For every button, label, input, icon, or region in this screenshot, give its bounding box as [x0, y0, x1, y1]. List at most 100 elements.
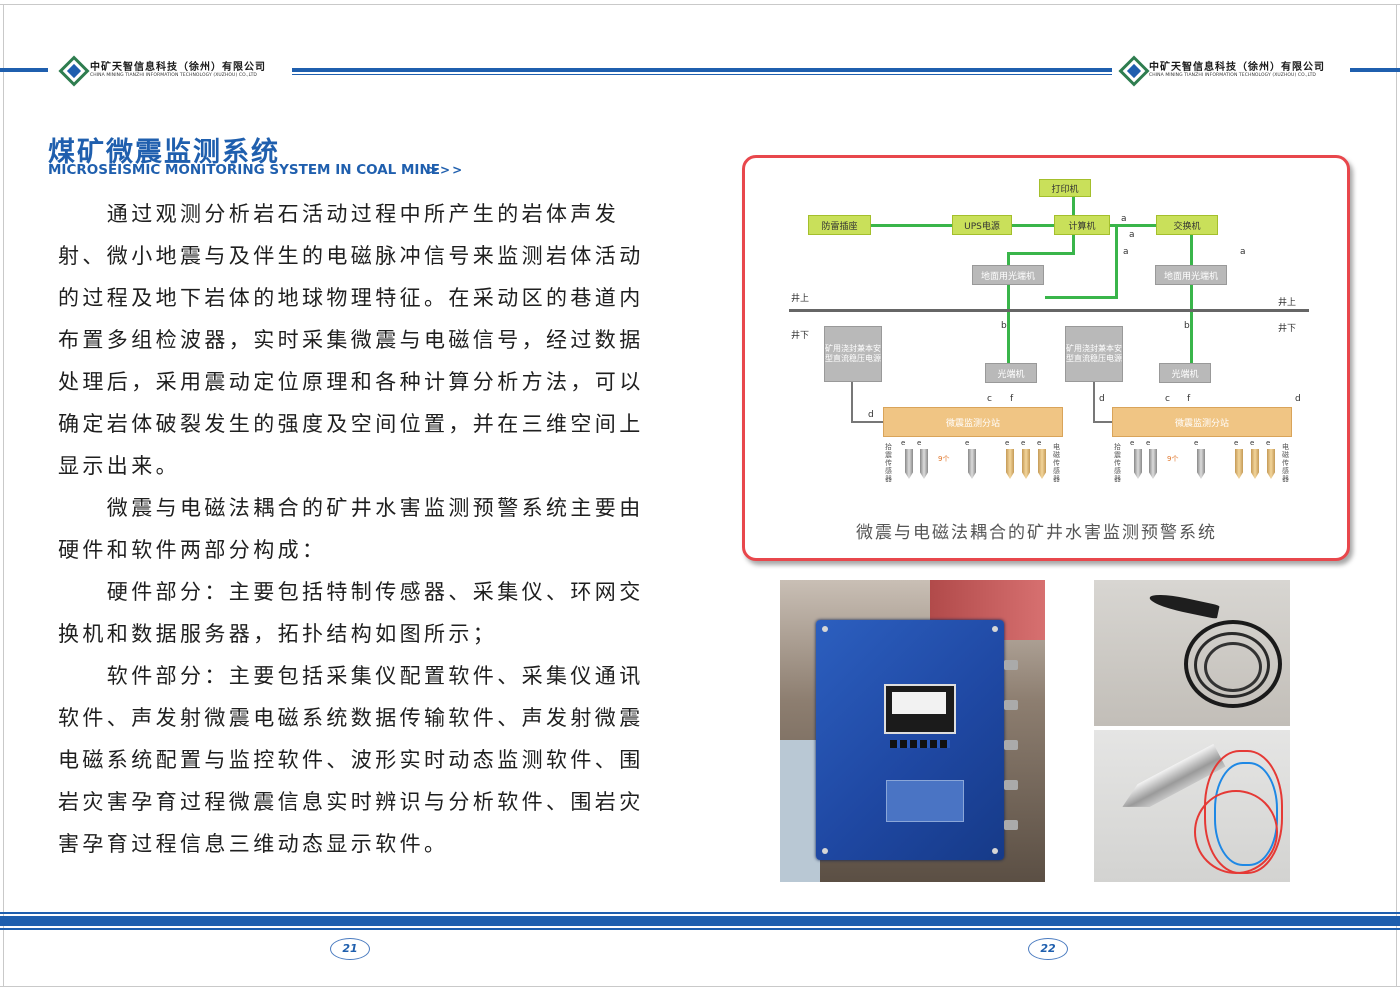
substation-box: 微震监测分站 — [1112, 407, 1292, 437]
power-supply-box: 矿用浇封兼本安型直流稳压电源 — [1065, 326, 1123, 382]
link-label: a — [1121, 214, 1127, 224]
text-line: 处理后，采用震动定位原理和各种计算分析方法，可以 — [58, 370, 644, 394]
link-label: c — [987, 394, 992, 404]
below-ground-label: 井下 — [1278, 324, 1297, 334]
printer-box: 打印机 — [1039, 179, 1091, 197]
text-line: 射、微小地震与及伴生的电磁脉冲信号来监测岩体活动 — [58, 244, 644, 268]
text-line: 确定岩体破裂发生的强度及空间位置，并在三维空间上 — [58, 412, 644, 436]
link-label: f — [1010, 394, 1014, 404]
optical-transceiver-box: 光端机 — [985, 363, 1037, 383]
company-name-cn-right: 中矿天智信息科技（徐州）有限公司 — [1149, 62, 1325, 73]
sensor-cable-photo — [1094, 580, 1290, 726]
text-line: 微震与电磁法耦合的矿井水害监测预警系统主要由 — [58, 496, 644, 520]
text-line: 害孕育过程信息三维动态显示软件。 — [58, 832, 449, 856]
screw-icon — [822, 626, 828, 632]
subtitle-arrows: >>> — [428, 163, 465, 177]
em-sensor-probe — [1022, 449, 1030, 479]
link-label: e — [1146, 439, 1151, 447]
em-sensor-probe — [1235, 449, 1243, 479]
display-screen — [884, 684, 956, 734]
metal-probe-photo — [1094, 730, 1290, 882]
page-number-right: 22 — [1040, 942, 1056, 955]
link-line — [1007, 252, 1075, 255]
page-number-left: 21 — [342, 942, 358, 955]
link-line — [1190, 234, 1193, 266]
link-label: e — [1266, 439, 1271, 447]
link-label: a — [1129, 230, 1135, 240]
control-buttons — [890, 740, 950, 748]
page-frame-bottom — [0, 986, 1400, 987]
sensor-probe-black — [1148, 590, 1220, 620]
computer-box: 计算机 — [1054, 215, 1110, 235]
page-subtitle: MICROSEISMIC MONITORING SYSTEM IN COAL M… — [48, 162, 440, 178]
power-line — [851, 382, 853, 422]
em-sensor-label: 电磁传感器 — [1053, 443, 1060, 483]
screw-icon — [992, 848, 998, 854]
pickup-sensor-probe — [1134, 449, 1142, 479]
company-logo-icon — [58, 55, 90, 87]
pickup-sensor-probe — [968, 449, 976, 479]
link-label: b — [1184, 321, 1190, 331]
power-line — [1093, 382, 1095, 422]
link-label: e — [901, 439, 906, 447]
cable-coil — [1194, 632, 1270, 698]
nameplate — [886, 780, 964, 822]
below-ground-label: 井下 — [791, 331, 810, 341]
text-line: 软件部分：主要包括采集仪配置软件、采集仪通讯 — [58, 664, 644, 688]
link-label: d — [1099, 394, 1105, 404]
blue-enclosure — [816, 620, 1004, 860]
sensor-count-label: 9个 — [1167, 455, 1179, 463]
connector-icon — [1004, 780, 1018, 790]
lightning-socket-box: 防雷插座 — [808, 215, 871, 235]
page-number-ornament — [330, 938, 370, 960]
link-label: a — [1123, 247, 1129, 257]
link-line — [1012, 224, 1054, 227]
text-line: 硬件和软件两部分构成： — [58, 538, 327, 562]
connector-icon — [1004, 700, 1018, 710]
link-label: e — [1194, 439, 1199, 447]
em-sensor-probe — [1038, 449, 1046, 479]
text-line: 岩灾害孕育过程微震信息实时辨识与分析软件、围岩灾 — [58, 790, 644, 814]
company-logo-right — [1118, 55, 1150, 87]
power-line — [851, 421, 883, 423]
company-name-en-left: CHINA MINING TIANZHI INFORMATION TECHNOL… — [90, 73, 257, 78]
pickup-sensor-probe — [905, 449, 913, 479]
page-number-ornament — [1028, 938, 1068, 960]
link-label: b — [1001, 321, 1007, 331]
body-text: 通过观测分析岩石活动过程中所产生的岩体声发 射、微小地震与及伴生的电磁脉冲信号来… — [58, 193, 644, 865]
company-name-cn-left: 中矿天智信息科技（徐州）有限公司 — [90, 62, 266, 73]
connector-icon — [1004, 820, 1018, 830]
link-label: e — [1250, 439, 1255, 447]
footer-rule-thin — [0, 928, 1400, 930]
header-rule — [1350, 68, 1400, 72]
connector-icon — [1004, 740, 1018, 750]
link-line — [1072, 233, 1075, 253]
switch-box: 交换机 — [1156, 215, 1218, 235]
link-line — [1190, 283, 1193, 363]
page-frame-right — [1396, 4, 1397, 986]
cable-coil — [1184, 620, 1282, 708]
company-name-en-right: CHINA MINING TIANZHI INFORMATION TECHNOL… — [1149, 73, 1316, 78]
system-diagram: 打印机 防雷插座 UPS电源 计算机 交换机 地面用光端机 地面用光端机 a a… — [742, 155, 1350, 561]
page-title: 煤矿微震监测系统 — [48, 137, 280, 168]
link-label: c — [1165, 394, 1170, 404]
page-frame-top — [0, 4, 1400, 5]
link-line — [1110, 224, 1156, 227]
header-rule-thin — [292, 74, 1112, 75]
above-ground-label: 井上 — [791, 294, 810, 304]
link-line — [1045, 296, 1118, 299]
link-label: e — [1037, 439, 1042, 447]
text-line: 通过观测分析岩石活动过程中所产生的岩体声发 — [58, 202, 620, 226]
text-line: 换机和数据服务器，拓扑结构如图所示； — [58, 622, 498, 646]
text-line: 硬件部分：主要包括特制传感器、采集仪、环网交 — [58, 580, 644, 604]
em-sensor-probe — [1267, 449, 1275, 479]
text-line: 电磁系统配置与监控软件、波形实时动态监测软件、围 — [58, 748, 644, 772]
red-wire — [1194, 790, 1278, 874]
screw-icon — [822, 848, 828, 854]
background-object — [780, 740, 820, 882]
link-line — [1007, 283, 1010, 363]
text-line: 软件、声发射微震电磁系统数据传输软件、声发射微震 — [58, 706, 644, 730]
pickup-sensor-probe — [920, 449, 928, 479]
header-rule — [292, 68, 1112, 72]
connector-icon — [1004, 660, 1018, 670]
